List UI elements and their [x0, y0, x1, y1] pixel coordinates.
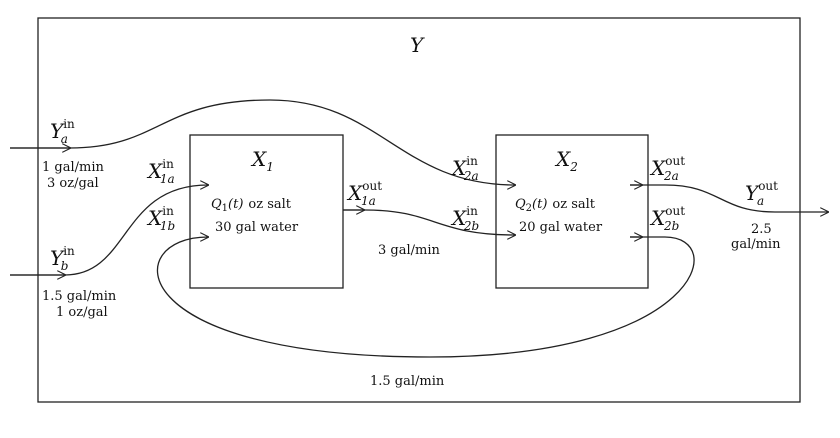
ext-in-b-conc: 1 oz/gal [56, 305, 108, 320]
ext-out-rate-1: 2.5 [751, 222, 772, 237]
tank-x2-label: X2 [554, 147, 578, 174]
flow-yb-in [10, 185, 208, 276]
flow-ya-in [10, 99, 515, 185]
ext-in-b-rate: 1.5 gal/min [42, 289, 117, 304]
tank-x1-label: X1 [250, 147, 274, 174]
tank-x1 [189, 134, 344, 289]
tank-x2-content: Q2(t)oz salt [515, 197, 596, 214]
ext-out-rate-2: gal/min [731, 237, 781, 252]
flow-x2-out [630, 184, 828, 212]
flow-rate-x1-x2: 3 gal/min [378, 243, 440, 258]
system-label: Y [410, 33, 425, 57]
tank-x2 [495, 134, 649, 289]
flow-rate-recirc: 1.5 gal/min [370, 374, 445, 389]
tank-x1-content: Q1(t)oz salt [211, 197, 292, 214]
tank-x2-volume: 20 gal water [519, 220, 603, 235]
flow-recirculation [156, 237, 695, 358]
system-boundary [37, 17, 801, 403]
ext-in-a-rate: 1 gal/min [42, 160, 104, 175]
ext-in-a-conc: 3 oz/gal [47, 176, 99, 191]
flow-x1-to-x2 [343, 209, 515, 235]
tank-x1-volume: 30 gal water [215, 220, 299, 235]
